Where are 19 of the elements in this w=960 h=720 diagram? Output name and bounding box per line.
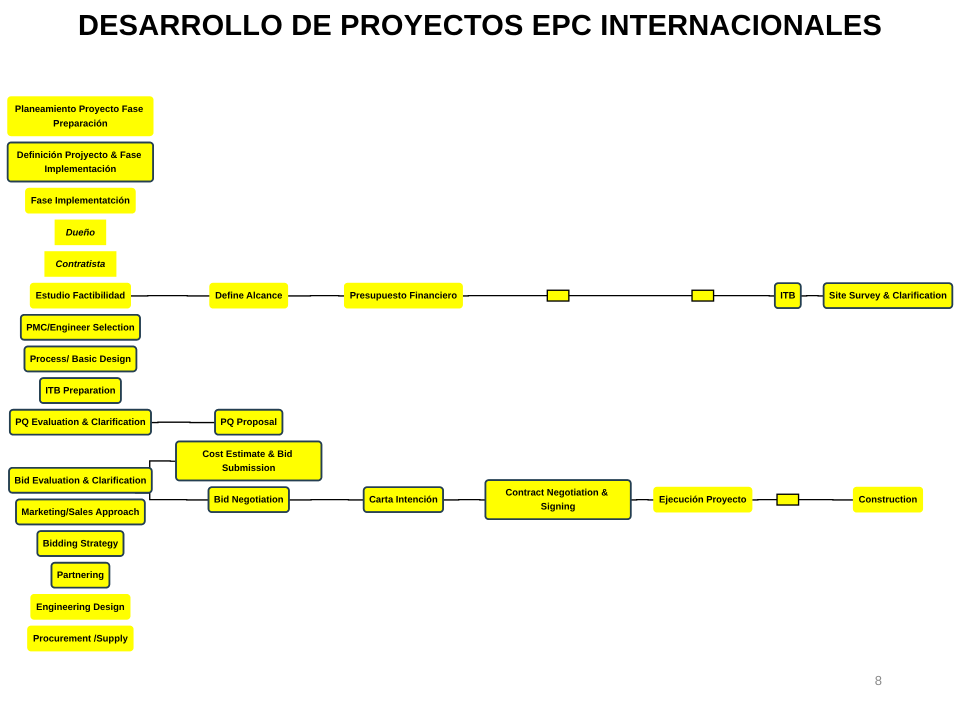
connector (443, 499, 486, 501)
connector (288, 295, 345, 297)
node-box: Dueño (54, 220, 106, 246)
connector (798, 499, 854, 501)
title: DESARROLLO DE PROYECTOS EPC INTERNACIONALES (78, 10, 882, 43)
connector (631, 499, 654, 501)
node-box (776, 494, 800, 506)
page-number: 8 (874, 673, 882, 688)
node-box (546, 290, 570, 302)
connector (151, 422, 216, 424)
connector (568, 295, 692, 296)
connector (801, 295, 824, 297)
connector (714, 295, 776, 297)
connector (752, 499, 778, 501)
node-box: Contratista (44, 251, 116, 277)
connector (130, 295, 210, 297)
node-box (691, 290, 714, 302)
connector (462, 295, 548, 297)
connector (289, 499, 364, 501)
